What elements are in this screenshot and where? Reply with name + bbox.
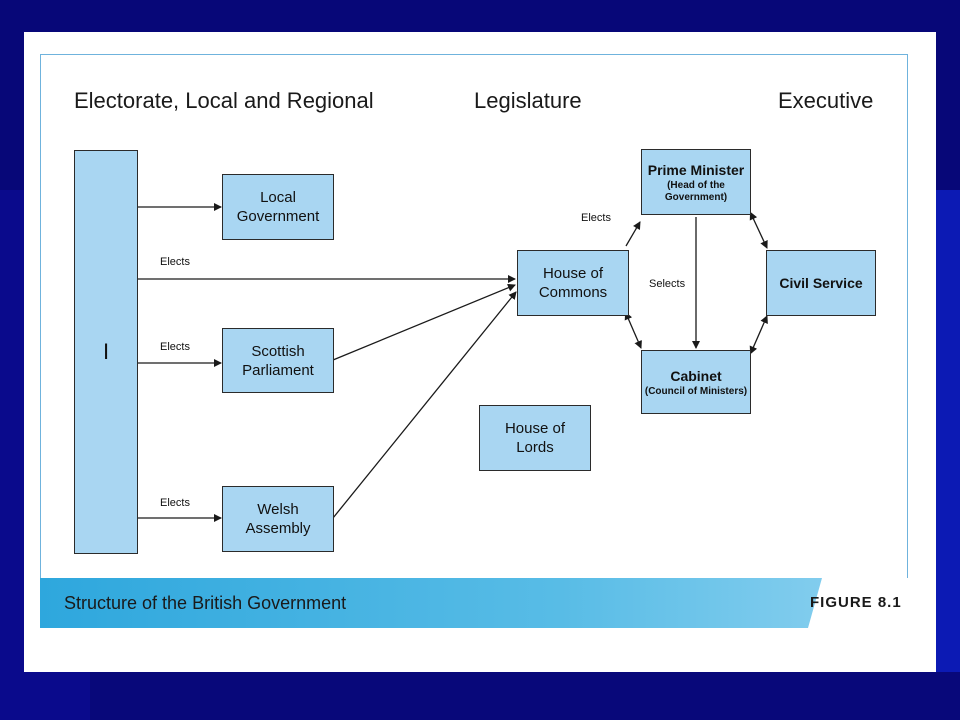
figure-caption: Structure of the British Government [64,593,347,613]
arrow-pm-civil-service [749,211,768,249]
prime-minister-label: Prime Minister [647,161,745,178]
electorate-box-label: I [102,339,110,364]
box-civil-service: Civil Service [766,250,876,316]
edge-label-elects-welsh: Elects [160,497,190,509]
house-of-commons-label: House of Commons [538,265,608,301]
local-government-label: Local Government [236,189,320,225]
arrow-scottish-to-commons [332,283,516,361]
edge-label-elects-scottish: Elects [160,341,190,353]
box-prime-minister: Prime Minister (Head of the Government) [641,149,751,215]
cabinet-sublabel: (Council of Ministers) [644,385,748,397]
cabinet-label: Cabinet [670,367,722,384]
figure-number: FIGURE 8.1 [810,594,902,611]
heading-executive: Executive [778,88,874,113]
arrow-welsh-to-commons [332,291,517,519]
edge-label-elects-pm: Elects [581,212,611,224]
box-cabinet: Cabinet (Council of Ministers) [641,350,751,414]
scottish-parliament-label: Scottish Parliament [242,342,314,379]
edge-label-elects-commons: Elects [160,256,190,268]
footer-bar [40,578,908,628]
arrow-cabinet-civil-service [749,315,768,355]
electorate-box: I [74,150,138,554]
box-local-government: Local Government [222,174,334,240]
welsh-assembly-label: Welsh Assembly [245,501,311,537]
prime-minister-sublabel: (Head of the Government) [664,179,728,203]
box-scottish-parliament: Scottish Parliament [222,328,334,393]
box-welsh-assembly: Welsh Assembly [222,486,334,552]
figure-tag [808,578,908,628]
civil-service-label: Civil Service [779,274,863,291]
arrow-commons-to-pm [625,221,641,247]
house-of-lords-label: House of Lords [504,420,566,456]
box-house-of-lords: House of Lords [479,405,591,471]
box-house-of-commons: House of Commons [517,250,629,316]
background-band-bottom [90,672,960,720]
arrow-commons-cabinet [624,311,642,349]
heading-electorate: Electorate, Local and Regional [74,88,374,113]
heading-legislature: Legislature [474,88,582,113]
edge-label-selects: Selects [649,278,686,290]
